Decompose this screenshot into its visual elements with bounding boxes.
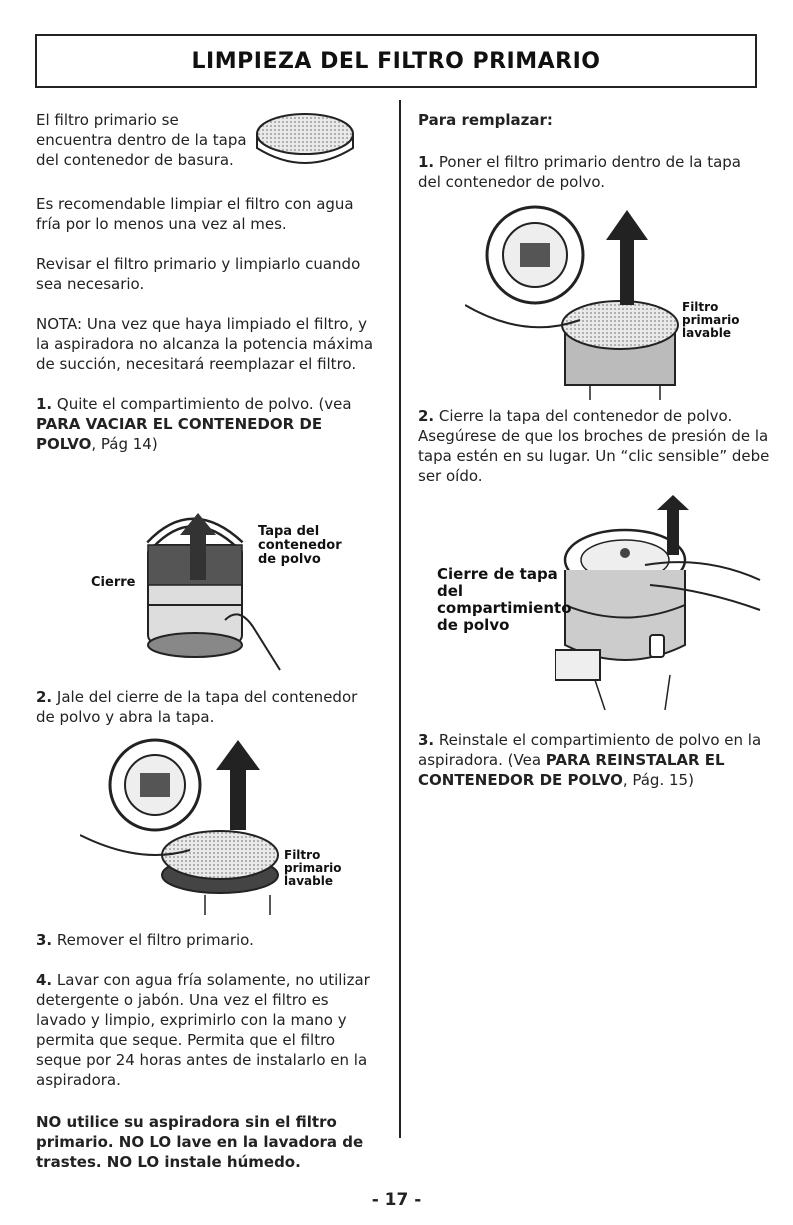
title-box: LIMPIEZA DEL FILTRO PRIMARIO — [35, 34, 757, 88]
figure-close-lid — [555, 495, 765, 710]
label-washable-filter-left: Filtro primario lavable — [284, 848, 342, 888]
left-step-2: 2. Jale del cierre de la tapa del conten… — [36, 688, 358, 726]
warning-text: NO utilice su aspiradora sin el filtro p… — [36, 1113, 364, 1171]
left-step-4: 4. Lavar con agua fría solamente, no uti… — [36, 971, 370, 1089]
left-lower-text: 3. Remover el filtro primario. 4. Lavar … — [36, 930, 381, 1172]
check-paragraph: Revisar el filtro primario y limpiarlo c… — [36, 255, 361, 293]
right-step-1: 1. Poner el filtro primario dentro de la… — [418, 153, 742, 191]
figure-open-latch — [130, 505, 300, 675]
left-column: El filtro primario se encuentra dentro d… — [36, 110, 376, 454]
label-latch: Cierre — [91, 575, 136, 590]
label-washable-filter-right: Filtro primario lavable — [682, 300, 740, 340]
figure-insert-filter — [465, 195, 685, 400]
left-step-1: 1. Quite el compartimiento de polvo. (ve… — [36, 395, 352, 453]
intro-paragraph: El filtro primario se encuentra dentro d… — [36, 111, 247, 169]
column-divider — [399, 100, 401, 1138]
label-lid: Tapa del contenedor de polvo — [258, 524, 342, 567]
note-paragraph: NOTA: Una vez que haya limpiado el filtr… — [36, 315, 374, 373]
right-step-3: 3. Reinstale el compartimiento de polvo … — [418, 731, 762, 789]
label-lid-latch: Cierre de tapa del compartimiento de pol… — [437, 565, 572, 634]
right-column: Para remplazar: 1. Poner el filtro prima… — [418, 110, 768, 192]
recommend-paragraph: Es recomendable limpiar el filtro con ag… — [36, 195, 354, 233]
left-step-3: 3. Remover el filtro primario. — [36, 931, 254, 949]
right-step-2: 2. Cierre la tapa del contenedor de polv… — [418, 407, 770, 485]
figure-remove-filter — [80, 735, 300, 915]
page-number: - 17 - — [371, 1190, 422, 1210]
replace-heading: Para remplazar: — [418, 111, 553, 129]
filter-disc-illustration — [253, 112, 357, 174]
page-title: LIMPIEZA DEL FILTRO PRIMARIO — [191, 48, 601, 74]
